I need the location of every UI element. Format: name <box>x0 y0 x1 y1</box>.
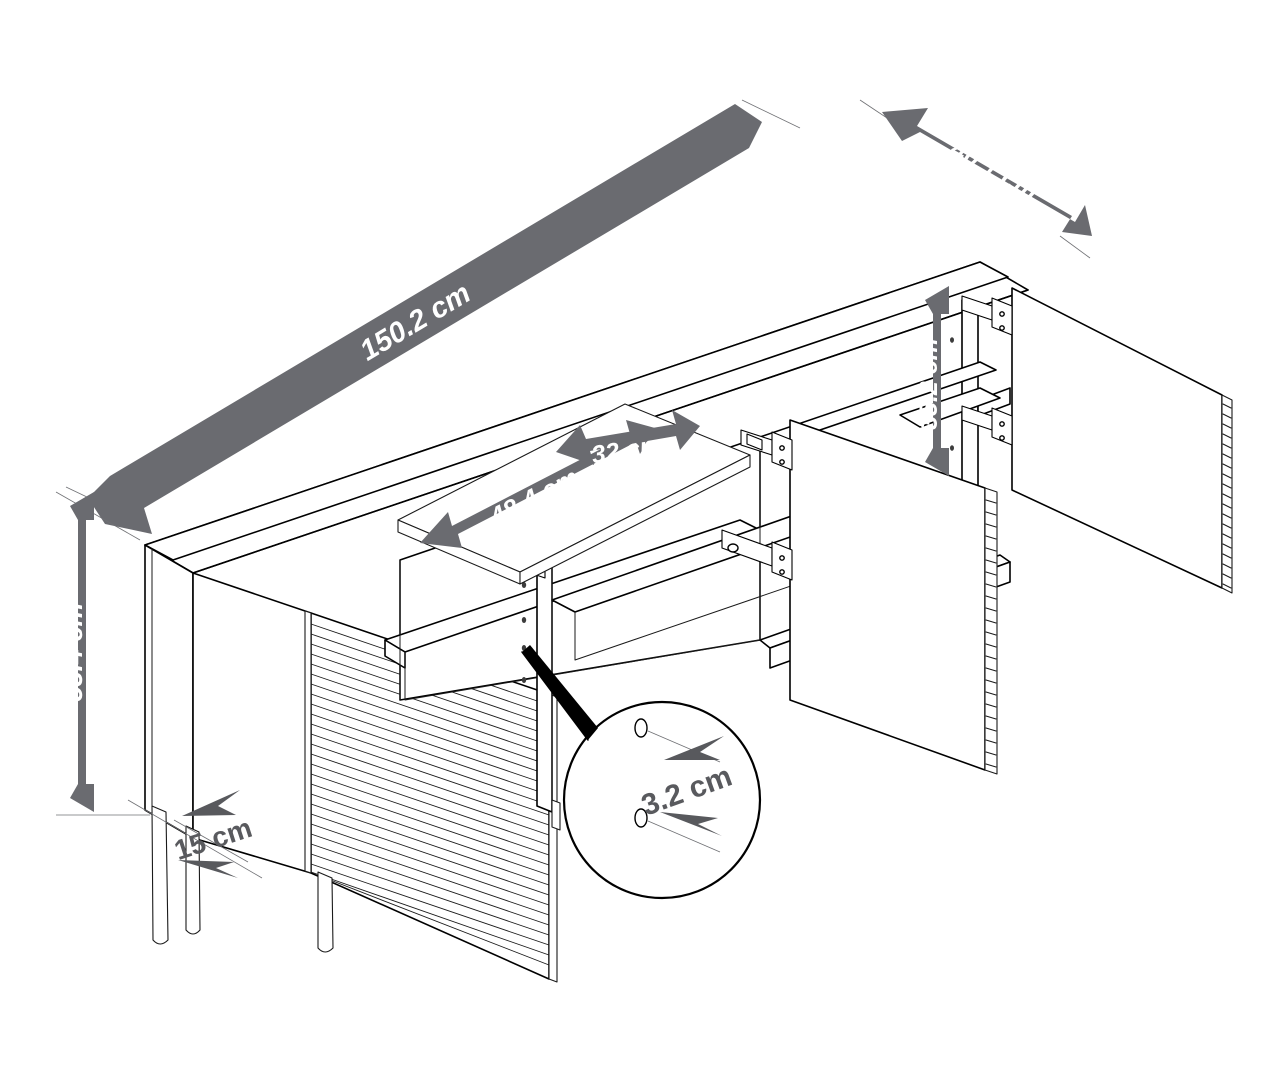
shelf-dimensioned-edge2 <box>519 454 751 585</box>
door-right-open-panel <box>1011 287 1223 589</box>
leg-back-left <box>185 825 201 935</box>
dimension-legs-arrow-down <box>178 860 238 878</box>
leg-front-left <box>151 805 169 945</box>
cabinet-legs <box>151 799 561 953</box>
dimension-height: 53.4 cm <box>55 491 150 816</box>
dimension-width-band <box>88 104 762 534</box>
hinge-middle-lower <box>721 529 793 581</box>
dimension-depth-label: 40.1 cm <box>945 133 1043 207</box>
dimension-height-band <box>70 492 94 812</box>
interior-shelf-right <box>977 387 1011 417</box>
detail-hole-lower <box>634 808 648 828</box>
detail-circle <box>562 700 762 900</box>
interior-shelf-lower-left-underside <box>404 639 761 701</box>
shelf-pin-holes-right-divider <box>950 337 954 451</box>
hinge-right-upper <box>961 295 1013 336</box>
dimension-depth-band <box>882 108 1092 236</box>
detail-callout: 3.2 cm <box>521 645 762 900</box>
detail-callout-leader-edge <box>521 651 589 741</box>
detail-dimension-label: 3.2 cm <box>637 760 736 823</box>
leg-back-right <box>551 799 561 831</box>
detail-arrow-down <box>660 812 722 836</box>
leg-front-center <box>317 871 334 953</box>
door-ribbed-left-edge <box>304 610 312 874</box>
door-middle-open-edge-texture <box>985 499 997 768</box>
dimension-shelf-long-band <box>420 420 655 548</box>
detail-callout-leader <box>522 645 598 740</box>
door-right-open[interactable] <box>1011 287 1233 594</box>
dimension-compartment-band <box>925 286 949 476</box>
hinge-right-lower <box>961 405 1013 446</box>
dimension-compartment: 35.2 cm <box>915 286 949 476</box>
dimension-depth: 40.1 cm <box>859 99 1092 259</box>
detail-arrow-up <box>664 736 724 760</box>
door-middle-open-edge <box>984 487 998 775</box>
doors-open-group <box>515 287 1233 775</box>
dimension-compartment-label: 35.2 cm <box>915 338 943 430</box>
dimension-height-label: 53.4 cm <box>58 602 88 701</box>
interior-shelf-right-main <box>899 387 1001 428</box>
door-middle-open-panel <box>789 419 986 771</box>
door-right-open-edge-texture <box>1222 403 1232 589</box>
dimension-legs-arrow-up <box>182 790 240 816</box>
door-middle-open[interactable] <box>789 419 998 775</box>
dimension-shelf-short-band <box>556 410 700 465</box>
hinge-middle-upper <box>740 429 793 471</box>
detail-hole-upper <box>634 718 648 738</box>
